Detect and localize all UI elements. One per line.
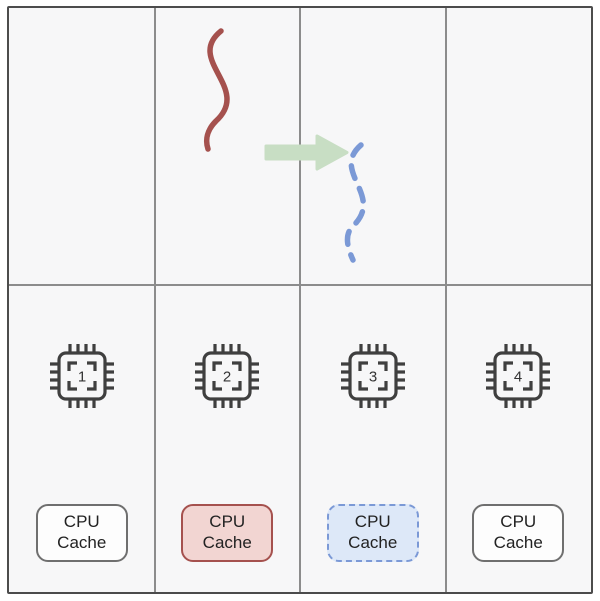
- cpu-cache-label-line1: CPU: [209, 512, 246, 532]
- cpu-column-3: 3 CPU Cache: [300, 285, 446, 592]
- cpu-cache-box: CPU Cache: [181, 504, 274, 562]
- cpu-column-2: 2 CPU Cache: [155, 285, 301, 592]
- column-divider-1: [153, 8, 156, 592]
- diagram-frame: 1 CPU Cache 2: [7, 6, 593, 594]
- cpu-chip-icon: 2: [195, 344, 260, 409]
- cpu-chip-icon: 4: [486, 344, 551, 409]
- cpu-cache-label-line1: CPU: [63, 512, 100, 532]
- column-divider-2: [299, 8, 301, 592]
- cpu-column-1: 1 CPU Cache: [9, 285, 155, 592]
- cpu-cache-box: CPU Cache: [472, 504, 565, 562]
- cpu-cache-label-line1: CPU: [354, 512, 391, 532]
- cpu-cache-label-line2: Cache: [348, 533, 398, 552]
- cpu-cache-box: CPU Cache: [326, 504, 419, 562]
- cpu-cache-label-line2: Cache: [202, 533, 252, 552]
- cpu-cache-label-line2: Cache: [57, 533, 107, 552]
- row-divider: [9, 284, 591, 287]
- cpu-chip-number: 1: [78, 369, 86, 386]
- cpu-chip-icon: 3: [340, 344, 405, 409]
- cpu-chip-number: 3: [369, 369, 377, 386]
- cpu-chip-number: 4: [514, 369, 522, 386]
- cpu-chip-number: 2: [223, 369, 231, 386]
- cpu-row: 1 CPU Cache 2: [9, 285, 591, 592]
- cpu-cache-label-line2: Cache: [493, 533, 543, 552]
- cpu-chip-icon: 1: [49, 344, 114, 409]
- cpu-cache-label-line1: CPU: [500, 512, 537, 532]
- cpu-cache-box: CPU Cache: [35, 504, 128, 562]
- cpu-column-4: 4 CPU Cache: [446, 285, 592, 592]
- column-divider-3: [444, 8, 447, 592]
